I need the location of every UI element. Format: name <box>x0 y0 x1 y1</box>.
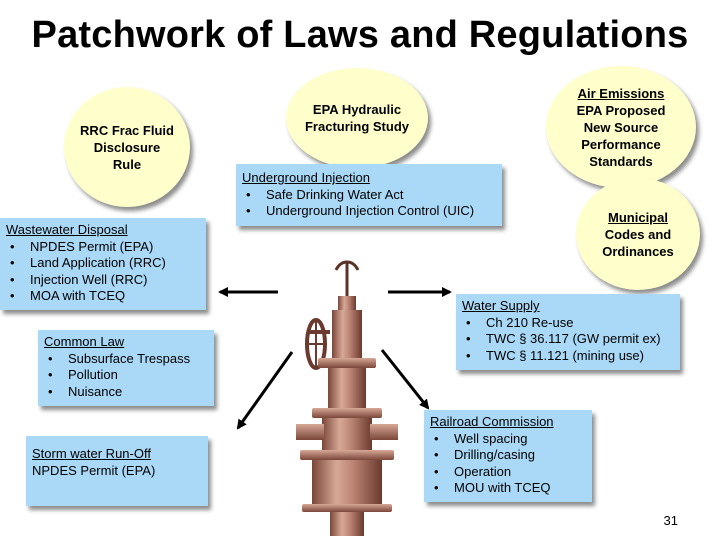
ellipse-line: Ordinances <box>602 243 674 259</box>
wellhead-side-pipe-left <box>296 424 324 440</box>
valve-handle <box>334 260 360 271</box>
box-heading: Wastewater Disposal <box>6 222 128 237</box>
box-heading: Railroad Commission <box>430 414 554 429</box>
rrc-disclosure-ellipse: RRC Frac Fluid Disclosure Rule <box>64 87 190 207</box>
wellhead-lower-body <box>322 418 372 452</box>
municipal-ellipse: Municipal Codes and Ordinances <box>576 178 700 290</box>
air-emissions-ellipse: Air Emissions EPA Proposed New Source Pe… <box>546 66 696 188</box>
wellhead-flange-3 <box>300 450 394 460</box>
wellhead-casing <box>330 512 364 536</box>
list-item: MOA with TCEQ <box>6 288 200 305</box>
water-supply-box: Water Supply Ch 210 Re-use TWC § 36.117 … <box>456 294 680 370</box>
wastewater-disposal-box: Wastewater Disposal NPDES Permit (EPA) L… <box>0 218 206 310</box>
wellhead-upper-body <box>332 310 362 360</box>
list-item: TWC § 11.121 (mining use) <box>462 348 674 365</box>
storm-water-box: Storm water Run-Off NPDES Permit (EPA) <box>26 436 208 506</box>
ellipse-line: Rule <box>112 156 142 172</box>
list-item: TWC § 36.117 (GW permit ex) <box>462 331 674 348</box>
list-item: Underground Injection Control (UIC) <box>242 203 496 220</box>
wellhead-top-cap <box>338 296 356 312</box>
list-item: Injection Well (RRC) <box>6 272 200 289</box>
list-item: Subsurface Trespass <box>44 351 208 368</box>
box-heading: Water Supply <box>462 298 540 313</box>
list-item: Drilling/casing <box>430 447 586 464</box>
ellipse-line: RRC Frac Fluid <box>80 122 174 138</box>
epa-study-ellipse: EPA Hydraulic Fracturing Study <box>286 68 428 168</box>
slide-title: Patchwork of Laws and Regulations <box>31 14 689 56</box>
ellipse-line: EPA Hydraulic <box>312 102 402 117</box>
common-law-box: Common Law Subsurface Trespass Pollution… <box>38 330 214 406</box>
ellipse-line: EPA Proposed <box>576 102 666 118</box>
list-item: Safe Drinking Water Act <box>242 187 496 204</box>
ellipse-line: Codes and <box>604 226 672 242</box>
list-item: NPDES Permit (EPA) <box>6 239 200 256</box>
wellhead-mid-body <box>328 368 366 410</box>
ellipse-line: Disclosure <box>93 139 161 155</box>
list-item: Nuisance <box>44 384 208 401</box>
underground-injection-box: Underground Injection Safe Drinking Wate… <box>236 164 502 226</box>
list-item: Well spacing <box>430 431 586 448</box>
box-heading: Storm water Run-Off <box>32 446 151 461</box>
box-heading: Underground Injection <box>242 170 370 185</box>
box-heading: Common Law <box>44 334 125 349</box>
list-item: Land Application (RRC) <box>6 255 200 272</box>
page-number: 31 <box>663 513 678 528</box>
arrow-to-railroad <box>380 349 430 410</box>
wellhead-base-flange <box>302 504 392 512</box>
ellipse-line: Standards <box>589 153 653 169</box>
list-item: MOU with TCEQ <box>430 480 586 497</box>
railroad-commission-box: Railroad Commission Well spacing Drillin… <box>424 410 592 502</box>
box-line: NPDES Permit (EPA) <box>32 462 156 478</box>
ellipse-heading: Municipal <box>608 209 668 225</box>
wellhead-flange-1 <box>318 358 376 368</box>
ellipse-heading: Air Emissions <box>577 85 665 101</box>
list-item: Operation <box>430 464 586 481</box>
wellhead-flange-2 <box>312 408 382 418</box>
ellipse-line: New Source <box>583 119 659 135</box>
arrow-to-storm-water <box>236 351 294 430</box>
ellipse-line: Fracturing Study <box>304 119 409 134</box>
wellhead-base <box>312 460 382 506</box>
list-item: Ch 210 Re-use <box>462 315 674 332</box>
wellhead-side-pipe-right <box>370 424 398 440</box>
side-valve-wheel <box>305 318 330 370</box>
ellipse-line: Performance <box>581 136 661 152</box>
list-item: Pollution <box>44 367 208 384</box>
